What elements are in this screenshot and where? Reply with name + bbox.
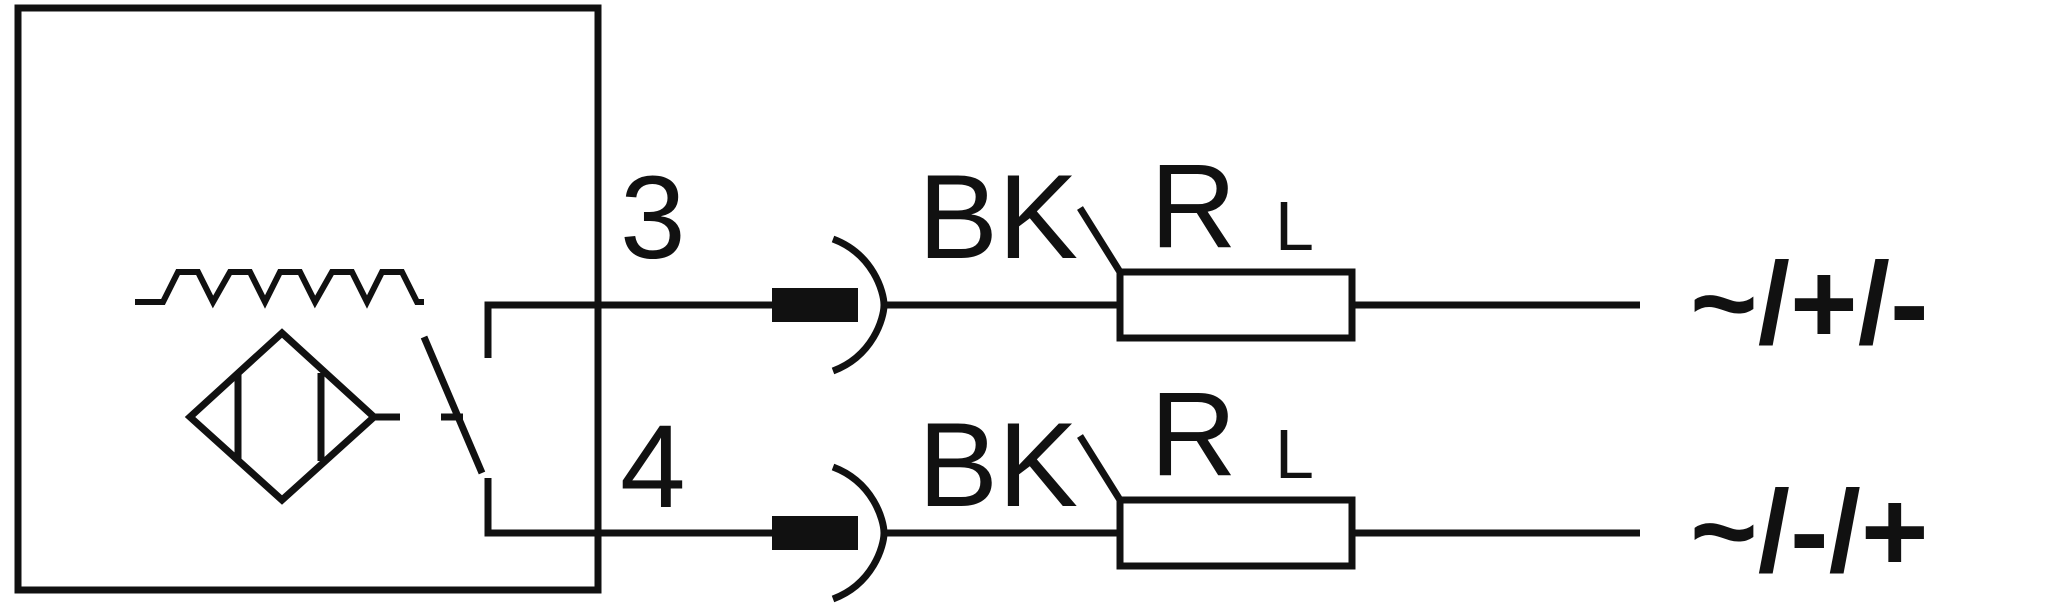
inductive-sensor-symbol (135, 269, 424, 505)
wire-4-label-leader (1077, 434, 1123, 502)
wire-3-color-label: BK (918, 150, 1078, 284)
wire-3-supply-label: ~/+/- (1690, 238, 1929, 368)
wire-3-path (598, 206, 1640, 375)
wire-4-plug (772, 516, 858, 550)
pin-3-label: 3 (620, 152, 686, 284)
wire-4-color-label: BK (918, 398, 1078, 532)
pin-4-label: 4 (620, 401, 686, 533)
wire-3-load-label: R (1150, 139, 1237, 273)
wire-3-load-subscript: L (1275, 187, 1314, 265)
wire-4-supply-label: ~/-/+ (1690, 466, 1929, 596)
switch-contact-symbol (420, 301, 603, 537)
switch-upper-terminal (484, 301, 603, 358)
wire-4-load-subscript: L (1275, 415, 1314, 493)
switch-blade (420, 335, 486, 475)
wire-3-plug (772, 288, 858, 322)
wire-3-label-leader (1077, 206, 1123, 274)
wire-4-path (598, 434, 1640, 603)
coil-wave-icon (135, 269, 424, 309)
sensor-housing-box (14, 4, 602, 594)
wire-4-load-label: R (1150, 367, 1237, 501)
switch-lower-terminal (484, 478, 603, 537)
